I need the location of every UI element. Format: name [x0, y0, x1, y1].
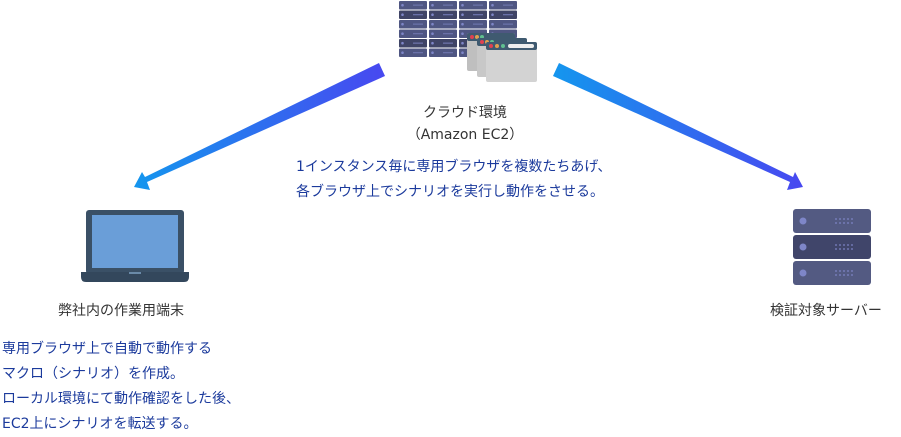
local-terminal-label: 弊社内の作業用端末 — [58, 303, 184, 319]
local-description-line: EC2上にシナリオを転送する。 — [2, 416, 198, 432]
local-description-line: マクロ（シナリオ）を作成。 — [2, 366, 184, 382]
local-description: 専用ブラウザ上で自動で動作する マクロ（シナリオ）を作成。 ローカル環境にて動作… — [2, 337, 240, 437]
server-unit — [793, 209, 871, 233]
cloud-label-line1: クラウド環境 — [423, 105, 507, 121]
cloud-description: 1インスタンス毎に専用ブラウザを複数たちあげ、 各ブラウザ上でシナリオを実行し動… — [296, 155, 611, 205]
laptop-icon — [81, 210, 189, 282]
local-description-line: 専用ブラウザ上で自動で動作する — [2, 341, 212, 357]
browser-windows-icon — [467, 33, 537, 82]
arrow-to-local — [134, 63, 385, 190]
cloud-description-line: 各ブラウザ上でシナリオを実行し動作をさせる。 — [296, 184, 604, 200]
server-unit — [793, 261, 871, 285]
server-unit — [793, 235, 871, 259]
local-description-line: ローカル環境にて動作確認をした後、 — [2, 391, 240, 407]
target-server-label: 検証対象サーバー — [770, 303, 882, 319]
arrow-to-server — [553, 63, 803, 190]
cloud-label-line2: （Amazon EC2） — [406, 127, 524, 143]
server-icon — [793, 209, 871, 285]
cloud-description-line: 1インスタンス毎に専用ブラウザを複数たちあげ、 — [296, 159, 612, 175]
